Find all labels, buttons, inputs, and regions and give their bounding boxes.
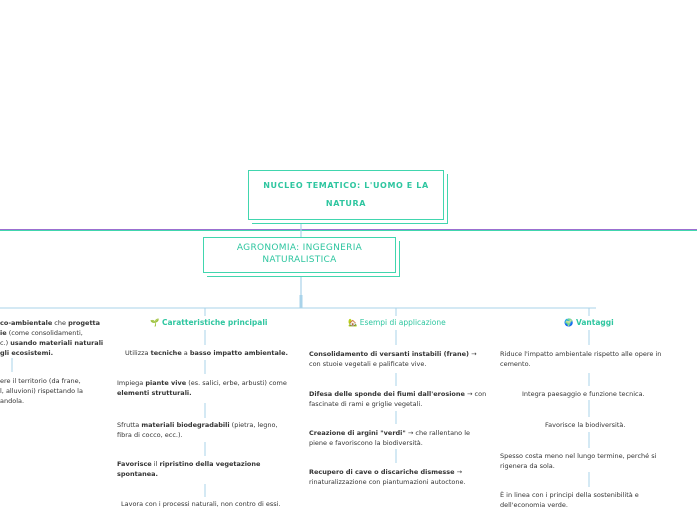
- root-topic[interactable]: NUCLEO TEMATICO: L'UOMO E LA NATURA: [248, 170, 444, 220]
- caratteristiche-item[interactable]: Impiega piante vive (es. salici, erbe, a…: [117, 379, 287, 398]
- branch-label: Vantaggi: [575, 318, 614, 327]
- globe-icon: 🌍: [564, 318, 574, 327]
- root-topic-title: NUCLEO TEMATICO: L'UOMO E LA NATURA: [263, 181, 429, 208]
- vantaggi-item[interactable]: Favorisce la biodiversità.: [545, 421, 626, 429]
- left-purpose[interactable]: ere il territorio (da frane, l, alluvion…: [0, 377, 83, 406]
- caratteristiche-item[interactable]: Sfrutta materiali biodegradabili (pietra…: [117, 421, 278, 440]
- branch-vantaggi[interactable]: 🌍 Vantaggi: [564, 318, 614, 327]
- branch-label: Caratteristiche principali: [161, 318, 268, 327]
- caratteristiche-item[interactable]: Favorisce il ripristino della vegetazion…: [117, 460, 261, 479]
- main-topic-title: AGRONOMIA: INGEGNERIA NATURALISTICA: [236, 243, 363, 265]
- house-icon: 🏡: [348, 318, 358, 327]
- vantaggi-item[interactable]: Integra paesaggio e funzione tecnica.: [522, 390, 645, 398]
- main-topic[interactable]: AGRONOMIA: INGEGNERIA NATURALISTICA: [203, 237, 396, 273]
- vantaggi-item[interactable]: È in linea con i principi della sostenib…: [500, 491, 639, 510]
- esempi-item[interactable]: Difesa delle sponde dei fiumi dall'erosi…: [309, 390, 487, 409]
- esempi-item[interactable]: Recupero di cave o discariche dismesse →…: [309, 468, 466, 487]
- vantaggi-item[interactable]: Riduce l'impatto ambientale rispetto all…: [500, 350, 662, 369]
- caratteristiche-item[interactable]: Lavora con i processi naturali, non cont…: [121, 500, 281, 508]
- branch-label: Esempi di applicazione: [359, 318, 446, 327]
- esempi-item[interactable]: Consolidamento di versanti instabili (fr…: [309, 350, 477, 369]
- left-description[interactable]: co-ambientale che progetta ie (come cons…: [0, 319, 104, 358]
- caratteristiche-item[interactable]: Utilizza tecniche a basso impatto ambien…: [125, 349, 289, 357]
- seedling-icon: 🌱: [150, 318, 160, 327]
- esempi-item[interactable]: Creazione di argini "verdi" → che rallen…: [309, 429, 471, 448]
- branch-caratteristiche[interactable]: 🌱 Caratteristiche principali: [150, 318, 268, 327]
- branch-esempi[interactable]: 🏡 Esempi di applicazione: [348, 318, 446, 327]
- vantaggi-item[interactable]: Spesso costa meno nel lungo termine, per…: [500, 452, 657, 471]
